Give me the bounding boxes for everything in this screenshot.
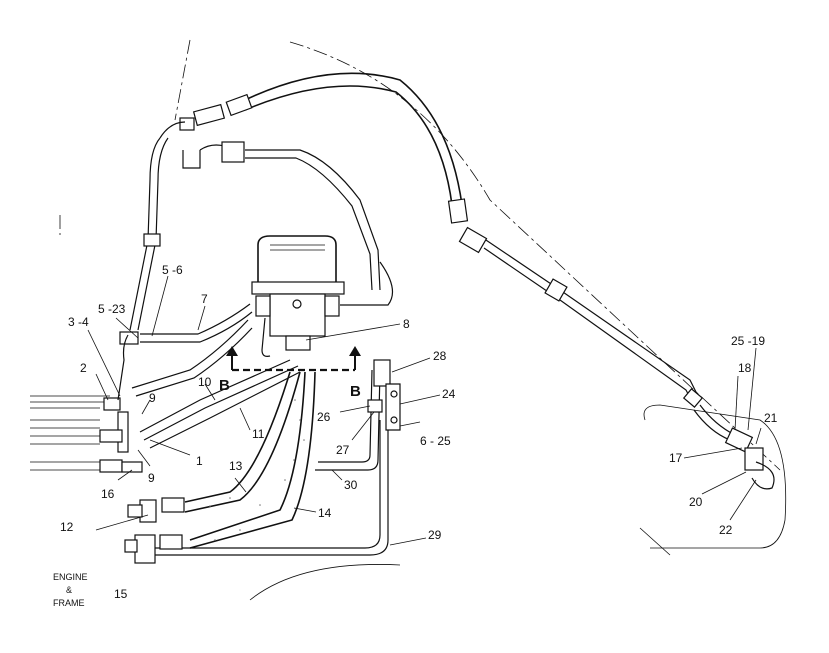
section-mark-left: B [219,377,230,394]
engine-frame-label-line1: ENGINE [53,572,88,582]
callout-11: 11 [252,427,265,441]
callout-leaders [87,275,762,546]
upper-hose-assembly [129,72,775,490]
callout-3-4: 3 -4 [68,315,89,329]
callout-8: 8 [403,317,410,331]
callout-6-25: 6 - 25 [420,434,451,448]
callout-22: 22 [719,523,733,537]
callout-20: 20 [689,495,703,509]
callout-5-6: 5 -6 [162,263,183,277]
callout-29: 29 [428,528,442,542]
control-valve [251,235,345,357]
callout-9-upper: 9 [149,391,156,405]
engine-frame-label-line2: & [66,585,72,595]
callout-24: 24 [442,387,456,401]
callout-1: 1 [196,454,203,468]
section-b-b [226,346,361,372]
callout-2: 2 [80,361,87,375]
section-mark-right: B [350,383,361,400]
callout-27: 27 [336,443,350,457]
callout-5-23: 5 -23 [98,302,126,316]
callout-14: 14 [318,506,332,520]
lower-hose-bundle [131,303,389,556]
callout-15: 15 [114,587,128,601]
engine-frame-label-line3: FRAME [53,598,85,608]
callout-12: 12 [60,520,74,534]
left-fittings [30,331,185,564]
callout-17: 17 [669,451,683,465]
callout-26: 26 [317,410,331,424]
callout-13: 13 [229,459,243,473]
callout-18: 18 [738,361,752,375]
callout-9-lower: 9 [148,471,155,485]
manifold-bracket [367,359,401,431]
callout-25-19: 25 -19 [731,334,765,348]
callout-21: 21 [764,411,778,425]
callout-28: 28 [433,349,447,363]
callout-16: 16 [101,487,115,501]
callout-30: 30 [344,478,358,492]
callout-7: 7 [201,292,208,306]
callout-10: 10 [198,375,212,389]
